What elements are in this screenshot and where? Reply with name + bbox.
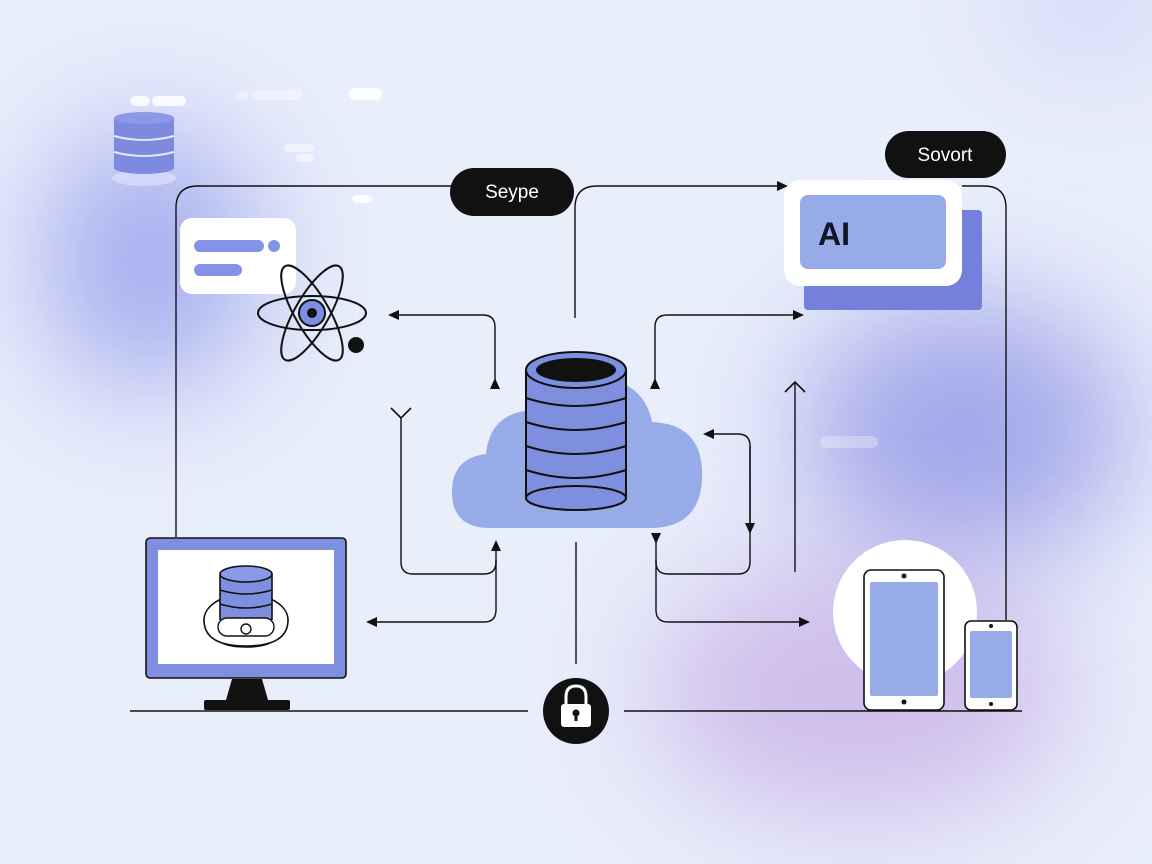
label-pill-sovort: Sovort <box>885 131 1006 178</box>
frame-line-left <box>175 185 452 537</box>
background-glow-right <box>800 300 1130 560</box>
tablet-icon <box>863 569 945 711</box>
decorative-dashes <box>130 88 878 448</box>
atom-icon <box>257 264 367 362</box>
chat-bubble-icon <box>180 218 296 294</box>
desktop-monitor-icon <box>145 537 347 710</box>
cloud-database-icon <box>452 351 703 528</box>
ai-card-label: AI <box>818 216 850 252</box>
ai-card: AI <box>784 180 982 310</box>
label-pill-seype: Seype <box>450 168 574 216</box>
database-icon <box>112 112 176 186</box>
label-text-seype: Seype <box>485 182 539 203</box>
mobile-devices <box>833 540 1018 711</box>
label-text-sovort: Sovort <box>918 145 974 166</box>
lock-icon <box>543 678 609 744</box>
phone-icon <box>964 620 1018 711</box>
connector-arrows <box>366 310 810 664</box>
frame-line-top <box>574 181 788 318</box>
frame-line-right <box>962 185 1007 620</box>
